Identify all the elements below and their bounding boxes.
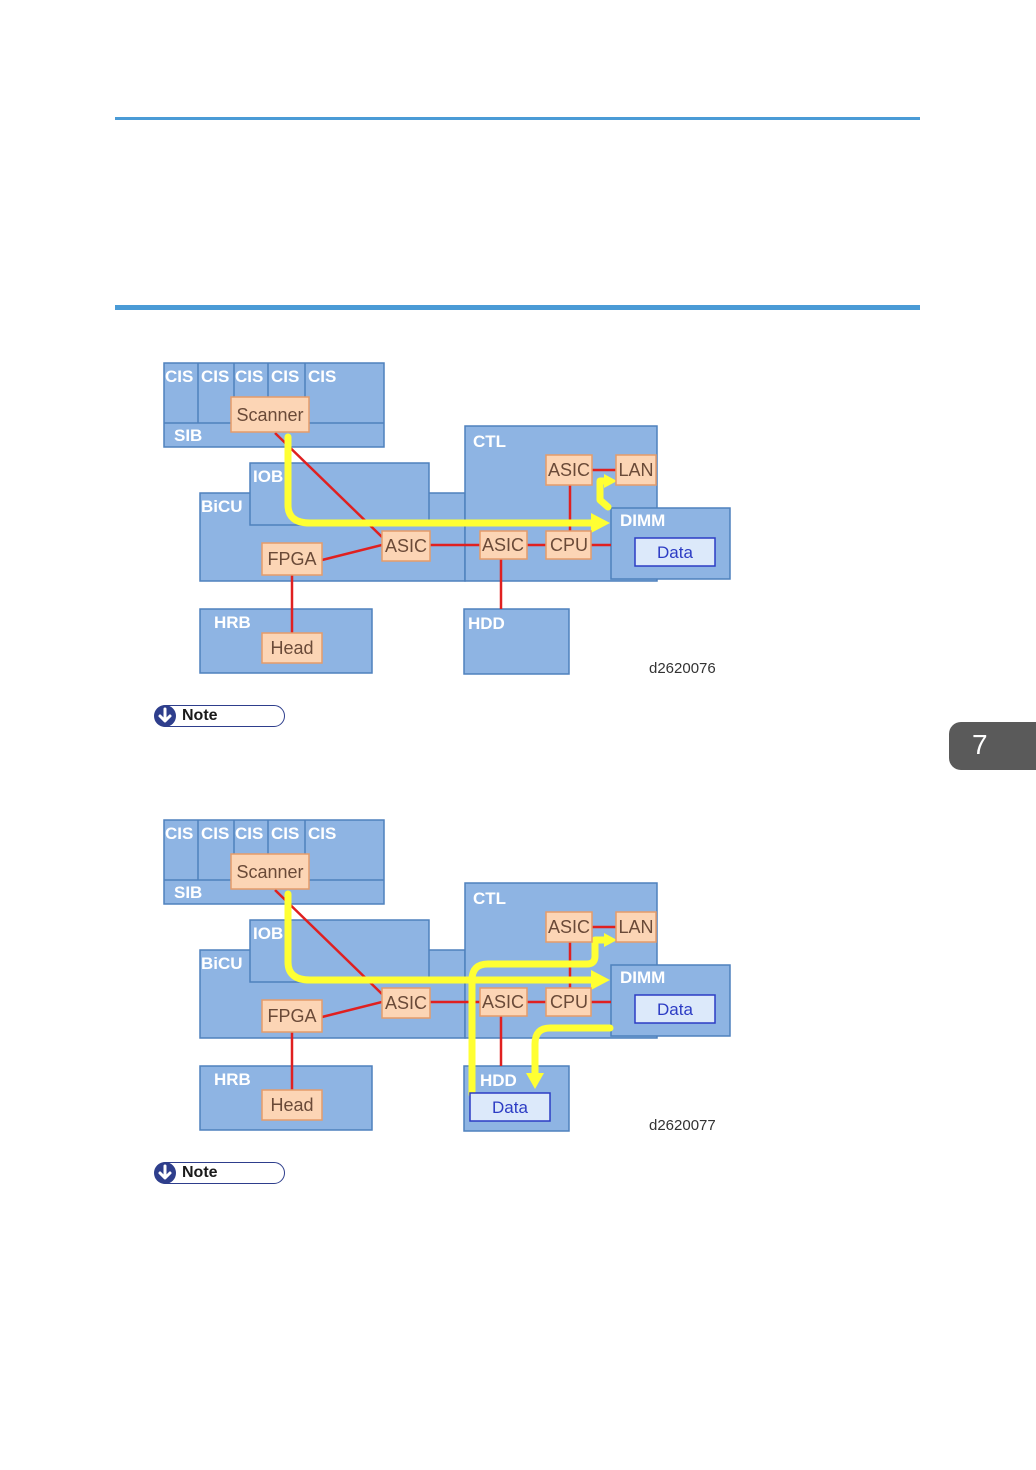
figure-code: d2620076 bbox=[649, 660, 716, 677]
label-bicu: BiCU bbox=[201, 954, 243, 973]
label-asic-ctl-top: ASIC bbox=[548, 917, 590, 937]
label-scanner: Scanner bbox=[236, 405, 303, 425]
down-arrow-icon bbox=[154, 705, 176, 727]
label-hrb: HRB bbox=[214, 613, 251, 632]
label-hdd: HDD bbox=[480, 1071, 517, 1090]
label-dimm-data: Data bbox=[657, 543, 693, 562]
down-arrow-icon bbox=[154, 1162, 176, 1184]
label-iob: IOB bbox=[253, 924, 283, 943]
chapter-number: 7 bbox=[972, 729, 988, 761]
label-asic-ctl-top: ASIC bbox=[548, 460, 590, 480]
figure-code: d2620077 bbox=[649, 1117, 716, 1134]
header-rule bbox=[115, 117, 920, 120]
label-fpga: FPGA bbox=[267, 549, 316, 569]
label-cis-4: CIS bbox=[271, 367, 299, 386]
note-badge: Note bbox=[155, 705, 285, 727]
label-fpga: FPGA bbox=[267, 1006, 316, 1026]
label-cpu: CPU bbox=[550, 535, 588, 555]
chapter-tab: 7 bbox=[949, 722, 1036, 770]
label-dimm: DIMM bbox=[620, 511, 665, 530]
label-lan: LAN bbox=[618, 460, 653, 480]
label-cis-5: CIS bbox=[308, 824, 336, 843]
label-ctl: CTL bbox=[473, 432, 506, 451]
label-asic-ctl: ASIC bbox=[482, 992, 524, 1012]
note-label: Note bbox=[182, 1164, 218, 1182]
diagram-d2620077: CIS CIS CIS CIS CIS SIB IOB BiCU CTL DIM… bbox=[150, 812, 750, 1142]
label-asic-bicu: ASIC bbox=[385, 536, 427, 556]
note-label: Note bbox=[182, 707, 218, 725]
diagram-d2620076: CIS CIS CIS CIS CIS SIB IOB BiCU CTL DIM… bbox=[150, 355, 750, 685]
label-iob: IOB bbox=[253, 467, 283, 486]
label-lan: LAN bbox=[618, 917, 653, 937]
label-cis-2: CIS bbox=[201, 824, 229, 843]
label-sib: SIB bbox=[174, 426, 202, 445]
label-cis-5: CIS bbox=[308, 367, 336, 386]
label-cis-3: CIS bbox=[235, 824, 263, 843]
label-bicu: BiCU bbox=[201, 497, 243, 516]
label-cpu: CPU bbox=[550, 992, 588, 1012]
label-hdd: HDD bbox=[468, 614, 505, 633]
label-head: Head bbox=[270, 638, 313, 658]
section-rule bbox=[115, 305, 920, 310]
label-cis-3: CIS bbox=[235, 367, 263, 386]
label-ctl: CTL bbox=[473, 889, 506, 908]
label-cis-1: CIS bbox=[165, 367, 193, 386]
label-sib: SIB bbox=[174, 883, 202, 902]
label-asic-bicu: ASIC bbox=[385, 993, 427, 1013]
note-badge: Note bbox=[155, 1162, 285, 1184]
label-cis-2: CIS bbox=[201, 367, 229, 386]
label-scanner: Scanner bbox=[236, 862, 303, 882]
label-hrb: HRB bbox=[214, 1070, 251, 1089]
label-cis-1: CIS bbox=[165, 824, 193, 843]
label-dimm-data: Data bbox=[657, 1000, 693, 1019]
label-asic-ctl: ASIC bbox=[482, 535, 524, 555]
label-cis-4: CIS bbox=[271, 824, 299, 843]
label-dimm: DIMM bbox=[620, 968, 665, 987]
label-head: Head bbox=[270, 1095, 313, 1115]
label-hdd-data: Data bbox=[492, 1098, 528, 1117]
